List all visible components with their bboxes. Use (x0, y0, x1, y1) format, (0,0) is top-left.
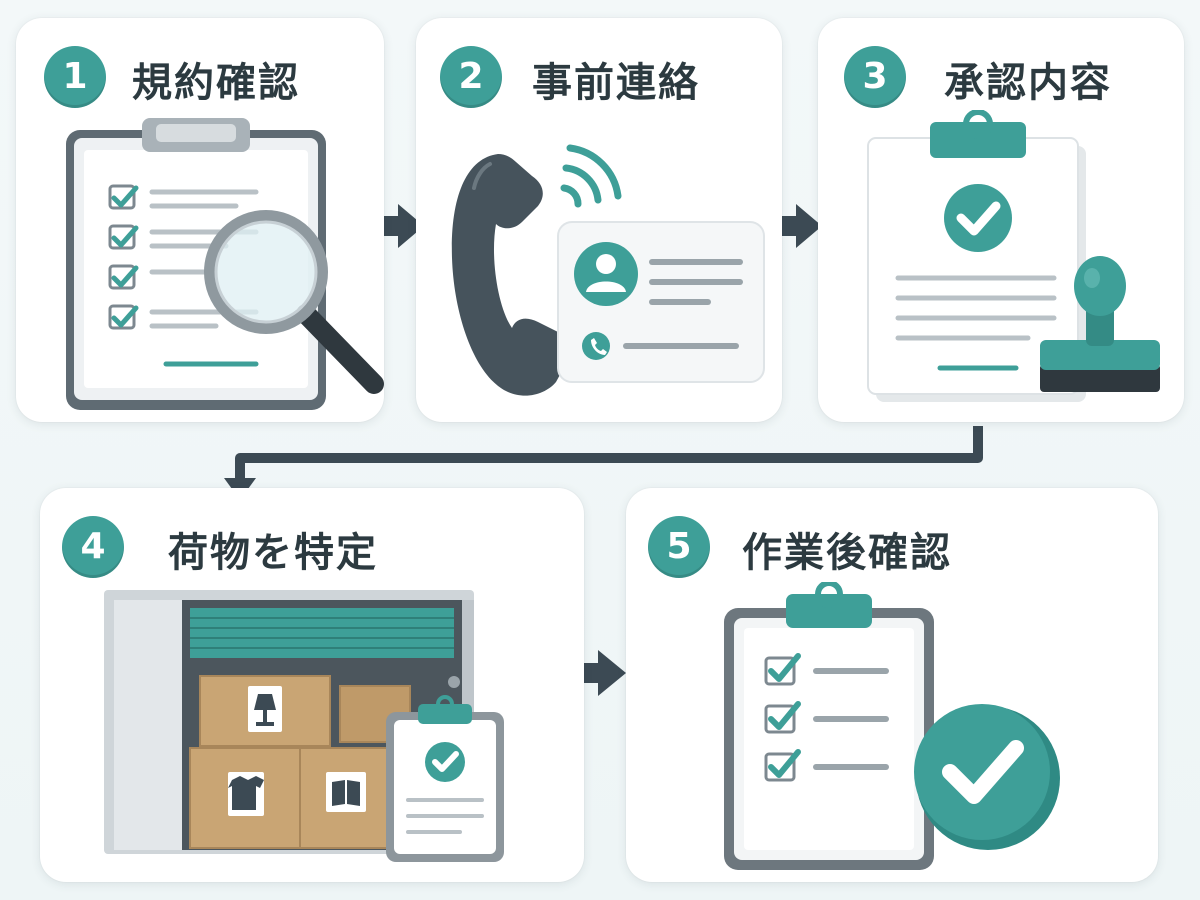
step-title: 作業後確認 (742, 530, 952, 576)
step-title: 承認内容 (944, 60, 1112, 106)
step-card-2: 2 事前連絡 (416, 18, 782, 422)
step-card-1: 1 規約確認 (16, 18, 384, 422)
step-number-badge: 3 (844, 46, 906, 108)
storage-unit-boxes-icon (104, 590, 504, 862)
clipboard-magnifier-icon (66, 118, 384, 410)
step-number-badge: 4 (62, 516, 124, 578)
step-title: 荷物を特定 (168, 530, 378, 576)
approved-document-stamp-icon (867, 110, 1160, 402)
checklist-complete-icon (724, 582, 1060, 870)
step-number-badge: 5 (648, 516, 710, 578)
step-card-4: 4 荷物を特定 (40, 488, 584, 882)
step-title: 規約確認 (132, 60, 300, 106)
step-card-5: 5 作業後確認 (626, 488, 1158, 882)
step-card-3: 3 承認内容 (818, 18, 1184, 422)
step-number-badge: 2 (440, 46, 502, 108)
step-title: 事前連絡 (532, 60, 700, 106)
step-number-badge: 1 (44, 46, 106, 108)
phone-contact-card-icon (451, 144, 765, 396)
